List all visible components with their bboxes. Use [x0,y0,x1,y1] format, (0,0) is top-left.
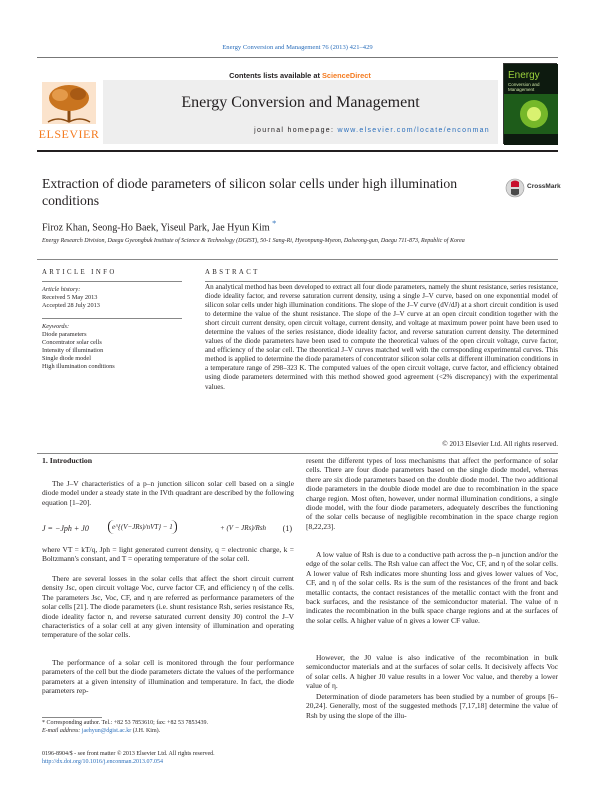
publisher-name: ELSEVIER [38,127,100,141]
article-info-label: ARTICLE INFO [42,269,117,276]
crossmark-icon [505,178,525,198]
journal-reference[interactable]: Energy Conversion and Management 76 (201… [222,44,373,51]
keyword: Concentrator solar cells [42,338,102,346]
footnotes: * Corresponding author. Tel.: +82 53 785… [42,720,302,735]
abstract-end-rule [37,453,558,454]
paragraph: A low value of Rsh is due to a conductiv… [306,550,558,625]
section-heading: 1. Introduction [42,456,93,465]
doi-link[interactable]: http://dx.doi.org/10.1016/j.enconman.201… [42,758,164,765]
author-list: Firoz Khan, Seong-Ho Baek, Yiseul Park, … [42,219,542,233]
journal-name: Energy Conversion and Management [181,94,420,111]
author-names: Firoz Khan, Seong-Ho Baek, Yiseul Park, … [42,222,270,234]
received-date: Received 5 May 2013 [42,294,98,301]
keyword: Intensity of illumination [42,346,104,354]
keyword: Single diode model [42,354,91,362]
cover-art-icon [504,64,558,145]
keyword: High illumination conditions [42,362,115,370]
section-rule [37,259,558,260]
paragraph: However, the J0 value is also indicative… [306,653,558,691]
article-title: Extraction of diode parameters of silico… [42,176,458,208]
sciencedirect-link[interactable]: ScienceDirect [321,71,371,80]
elsevier-tree-logo-icon [42,82,96,124]
keywords-label: Keywords: [42,322,70,330]
affiliation: Energy Research Division, Daegu Gyeongbu… [42,238,465,244]
paragraph: Determination of diode parameters has be… [306,692,558,720]
accepted-date: Accepted 28 July 2013 [42,302,100,309]
equation-lhs: J = −Jph + J0 [42,524,89,533]
journal-cover: Energy Conversion and Management [503,63,558,145]
paragraph: The J–V characteristics of a p–n junctio… [42,479,294,507]
contents-prefix: Contents lists available at [229,71,322,80]
history-label: Article history: [42,286,81,293]
journal-homepage: journal homepage: www.elsevier.com/locat… [0,127,490,134]
paragraph: There are several losses in the solar ce… [42,574,294,640]
keywords-rule [42,318,182,319]
crossmark-label: CrossMark [527,183,561,190]
paragraph: resent the different types of loss mecha… [306,456,558,531]
author-email-link[interactable]: jaehyun@dgist.ac.kr [81,727,132,734]
equation-1: J = −Jph + J0 e^{(V−JRs)/nVT} − 1 + (V −… [42,518,294,542]
equation-exponent: e^{(V−JRs)/nVT} − 1 [108,520,177,534]
homepage-url-link[interactable]: www.elsevier.com/locate/enconman [337,127,490,134]
email-label: E-mail address: [42,727,82,734]
paragraph: The performance of a solar cell is monit… [42,658,294,696]
corresponding-author-mark[interactable]: * [272,219,277,228]
crossmark-button[interactable]: CrossMark [505,177,561,199]
article-info: Article history: Received 5 May 2013 Acc… [42,286,192,371]
masthead-band [103,80,498,144]
article-footer: 0196-8904/$ - see front matter © 2013 El… [42,751,302,767]
cover-subtitle: Conversion and Management [508,82,540,92]
header-rule [37,57,558,58]
abstract-rule [205,281,558,282]
equation-number: (1) [282,524,292,533]
abstract-text: An analytical method has been developed … [205,283,558,391]
abstract-copyright: © 2013 Elsevier Ltd. All rights reserved… [442,440,558,448]
equation-rhs: + (V − JRs)/Rsh [220,524,267,532]
abstract-label: ABSTRACT [205,269,260,276]
paragraph: where VT = kT/q, Jph = light generated c… [42,545,294,564]
keyword: Diode parameters [42,330,87,338]
homepage-prefix: journal homepage: [254,127,338,134]
corresponding-author-note: * Corresponding author. Tel.: +82 53 785… [42,720,209,726]
footnote-rule [42,717,102,718]
cover-title: Energy [508,70,540,81]
issn-line: 0196-8904/$ - see front matter © 2013 El… [42,751,215,757]
contents-line: Contents lists available at ScienceDirec… [150,71,450,80]
email-suffix: (J.H. Kim). [131,727,161,734]
article-info-rule [42,281,182,282]
masthead-rule [37,150,558,152]
